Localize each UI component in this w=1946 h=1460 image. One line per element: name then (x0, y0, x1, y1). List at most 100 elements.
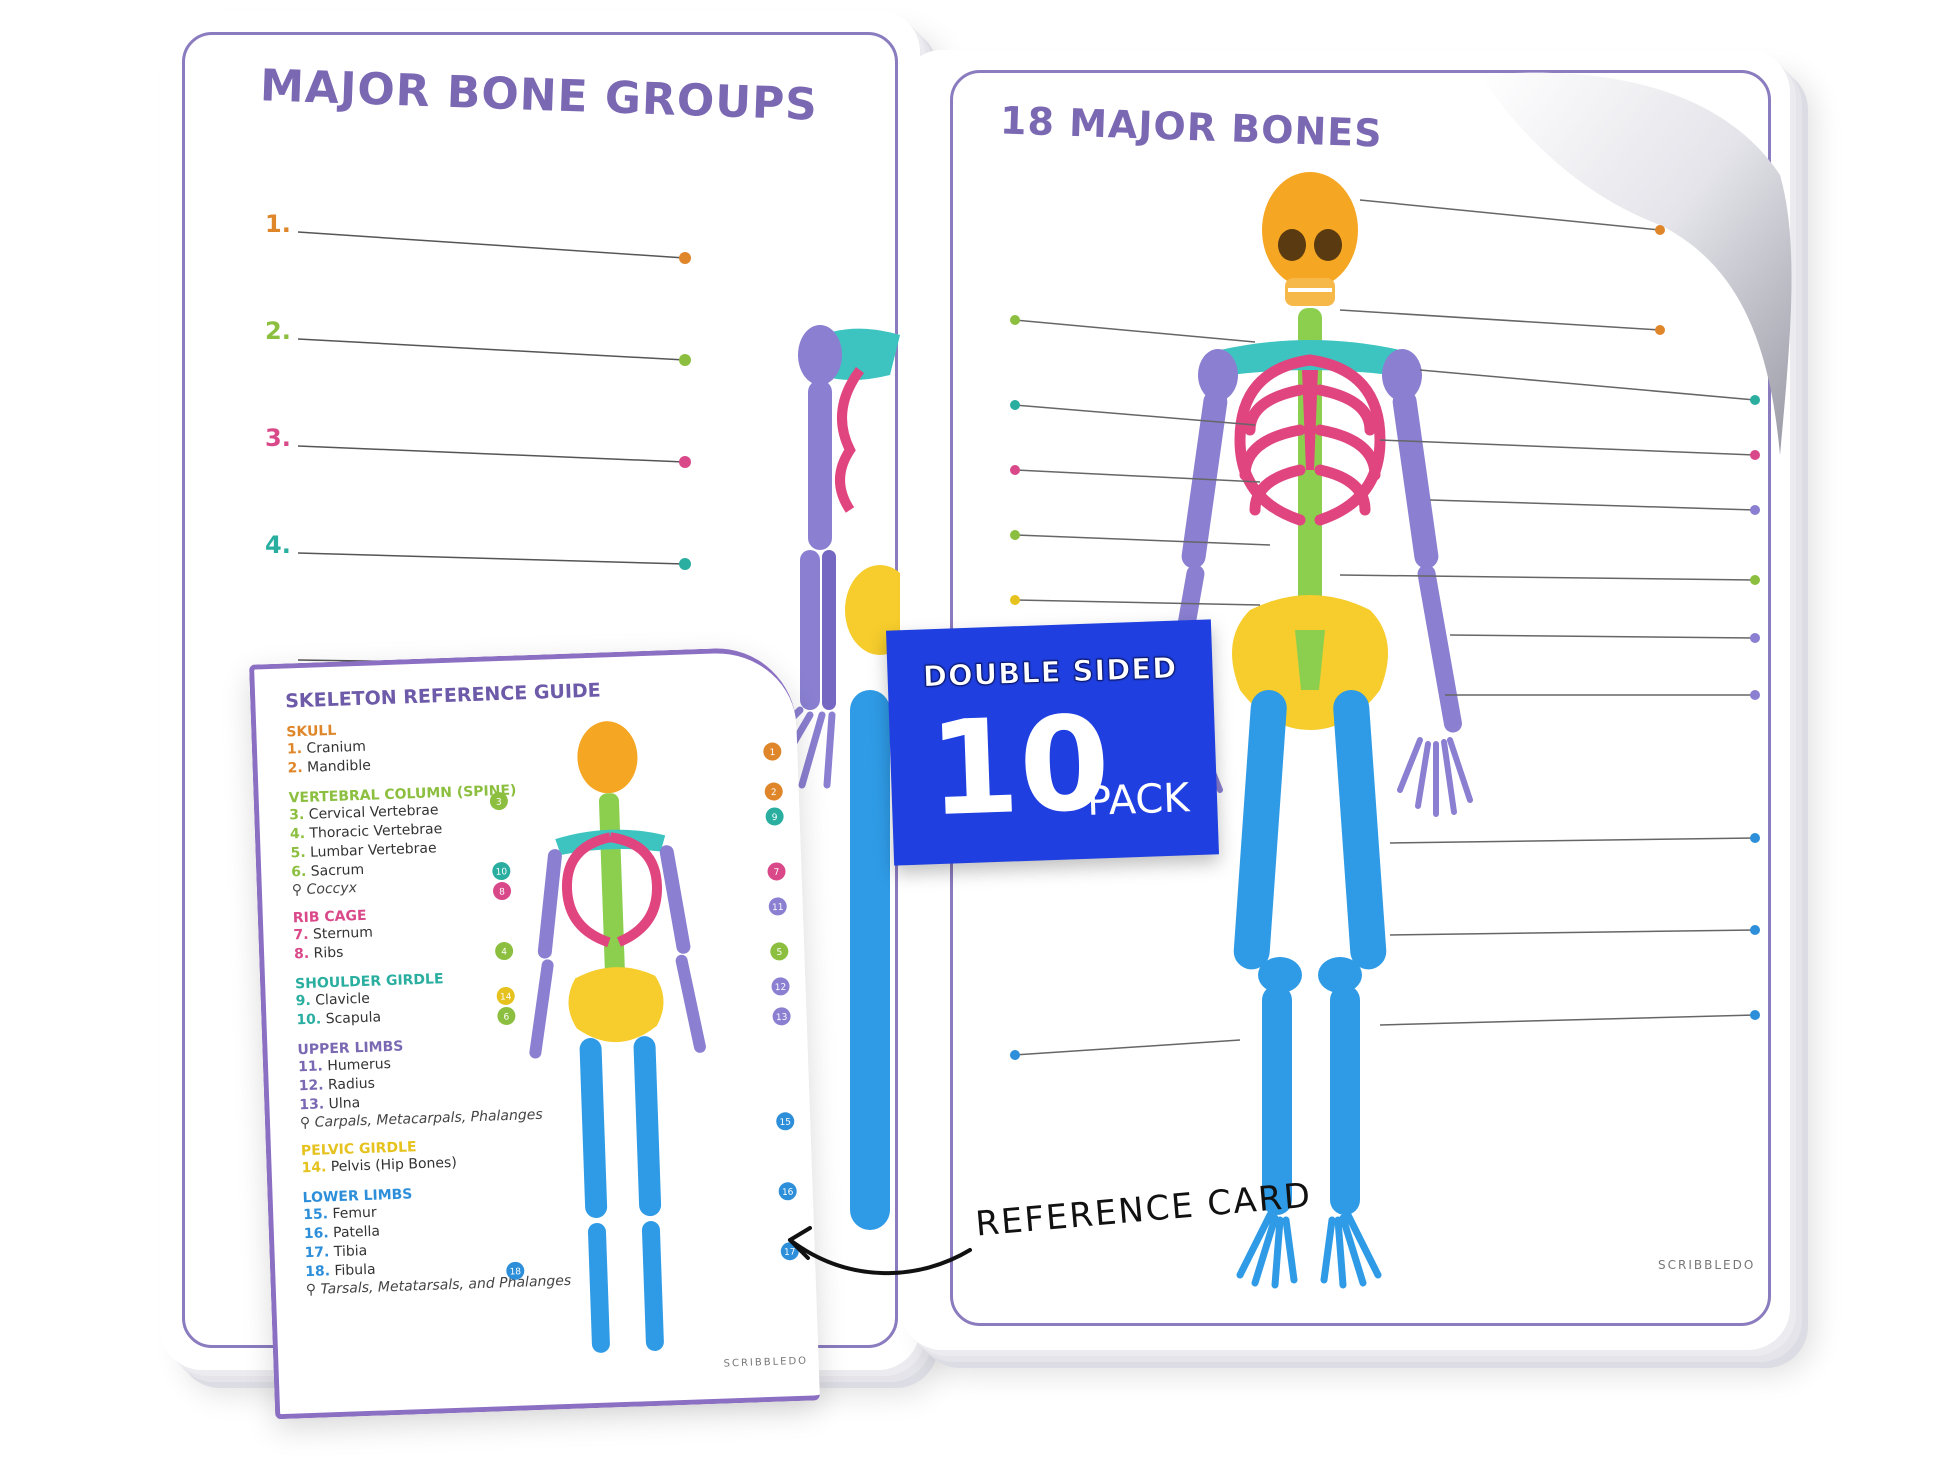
leg-illustration (1233, 689, 1387, 1215)
svg-text:6: 6 (503, 1012, 509, 1022)
magnifier-icon: ⚲ (291, 881, 307, 899)
reference-item-number: 8. (293, 945, 310, 963)
reference-marker: 7 (767, 862, 786, 881)
reference-marker: 9 (765, 807, 784, 826)
foot-illustration (1236, 1211, 1382, 1289)
sternum-illustration (1302, 370, 1318, 470)
reference-item-label: Tibia (333, 1242, 368, 1261)
magnifier-icon: ⚲ (305, 1281, 321, 1299)
reference-item-number: 10. (296, 1011, 322, 1029)
reference-marker: 8 (493, 882, 512, 901)
reference-item-number: 5. (290, 844, 306, 862)
reference-item-number: 14. (301, 1159, 327, 1177)
page-curl (1480, 72, 1792, 455)
reference-item-label: Fibula (334, 1261, 376, 1280)
reference-marker: 4 (495, 942, 514, 961)
svg-text:5: 5 (776, 948, 782, 958)
line-dot-1 (679, 252, 691, 264)
svg-text:14: 14 (500, 992, 512, 1002)
reference-item-label: Cervical Vertebrae (308, 802, 439, 823)
reference-item-number: 3. (288, 806, 305, 824)
reference-item-label: Pelvis (Hip Bones) (330, 1154, 458, 1176)
reference-marker: 11 (768, 897, 787, 916)
svg-text:18: 18 (509, 1267, 521, 1277)
reference-guide-title: SKELETON REFERENCE GUIDE (284, 679, 602, 713)
reference-item-number: 16. (303, 1225, 329, 1243)
reference-marker: 3 (489, 792, 508, 811)
reference-marker: 1 (763, 742, 782, 761)
svg-text:13: 13 (776, 1013, 788, 1023)
reference-item-number: 17. (304, 1244, 330, 1262)
reference-item-label: Femur (332, 1204, 377, 1223)
pointer-dots (1010, 225, 1760, 1060)
svg-text:10: 10 (496, 867, 508, 877)
svg-text:8: 8 (499, 887, 505, 897)
svg-text:17: 17 (784, 1248, 796, 1258)
reference-item-number: 6. (290, 863, 307, 881)
reference-item-number: 7. (293, 926, 309, 944)
svg-text:4: 4 (501, 947, 507, 957)
reference-marker: 12 (771, 977, 790, 996)
reference-item-number: 13. (299, 1096, 325, 1114)
reference-item-number: 4. (289, 825, 306, 843)
reference-marker: 18 (506, 1261, 525, 1280)
reference-item-label: Patella (332, 1223, 381, 1242)
svg-text:12: 12 (775, 983, 787, 993)
blank-line-2-label: 2. (265, 317, 291, 345)
blank-line-4-label: 4. (265, 531, 291, 559)
svg-text:1: 1 (769, 748, 775, 758)
svg-text:11: 11 (772, 903, 784, 913)
line-dot-4 (679, 558, 691, 570)
right-board-brand: SCRIBBLEDO (1658, 1258, 1756, 1272)
line-dot-2 (679, 354, 691, 366)
reference-marker: 16 (778, 1182, 797, 1201)
reference-arrow (788, 1226, 972, 1276)
reference-item-label: Cranium (306, 738, 367, 757)
reference-item-label: Mandible (306, 757, 372, 776)
reference-item-number: 2. (287, 759, 303, 777)
svg-text:16: 16 (782, 1188, 794, 1198)
right-whiteboard: 18 MAJOR BONES SCRIBBLEDO (900, 50, 1792, 1350)
reference-marker: 10 (492, 862, 511, 881)
reference-marker: 15 (776, 1112, 795, 1131)
reference-item-number: 18. (304, 1263, 331, 1281)
reference-item-label: Thoracic Vertebrae (309, 821, 443, 842)
reference-item-number: 9. (295, 992, 312, 1010)
reference-marker: 13 (772, 1007, 791, 1026)
svg-text:9: 9 (772, 813, 778, 823)
reference-item-label: Humerus (327, 1056, 392, 1075)
line-dot-3 (679, 456, 691, 468)
double-sided-badge: DOUBLE SIDED 10 PACK (885, 619, 1220, 866)
pointer-lines (1014, 199, 1756, 1056)
badge-number: 10 (926, 687, 1113, 846)
svg-text:15: 15 (779, 1118, 791, 1128)
reference-item-number: 12. (298, 1077, 324, 1095)
magnifier-icon: ⚲ (299, 1114, 316, 1132)
blank-line-1-label: 1. (265, 210, 291, 238)
reference-item-number: 11. (297, 1058, 324, 1076)
reference-marker: 6 (497, 1006, 516, 1025)
reference-note-text: Coccyx (306, 880, 358, 898)
reference-item-label: Ulna (328, 1095, 361, 1113)
reference-item-label: Clavicle (314, 990, 371, 1009)
skull-illustration (1262, 172, 1358, 306)
reference-item-number: 1. (286, 740, 303, 758)
reference-item-label: Sternum (312, 924, 374, 943)
badge-line1: DOUBLE SIDED (922, 650, 1178, 694)
reference-item-label: Lumbar Vertebrae (309, 840, 437, 861)
reference-item-label: Radius (327, 1075, 376, 1094)
reference-item-label: Scapula (325, 1009, 382, 1028)
reference-card-brand: SCRIBBLEDO (723, 1355, 809, 1370)
badge-unit: PACK (1086, 775, 1191, 825)
blank-line-3-label: 3. (265, 424, 291, 452)
reference-item-label: Sacrum (310, 861, 365, 880)
reference-item-label: Ribs (313, 944, 344, 962)
reference-marker: 2 (764, 782, 783, 801)
svg-text:3: 3 (496, 798, 502, 808)
svg-text:7: 7 (774, 868, 780, 878)
svg-text:2: 2 (771, 788, 777, 798)
reference-marker: 14 (496, 986, 515, 1005)
